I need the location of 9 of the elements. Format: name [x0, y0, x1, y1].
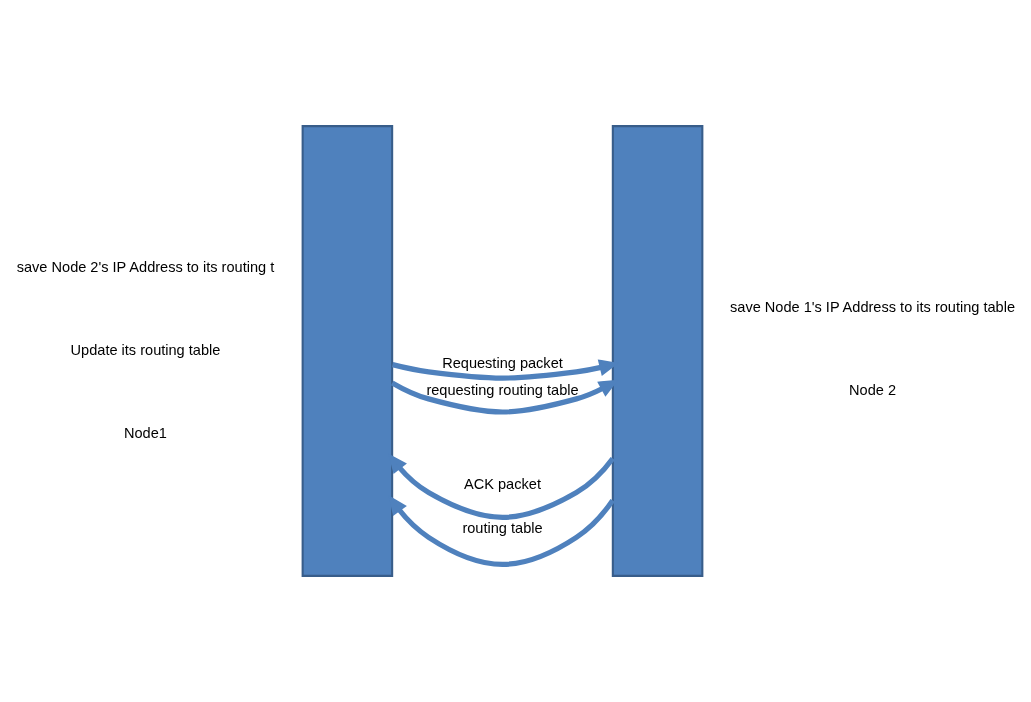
- label: save Node 2's IP Address to its routing t: [16, 258, 275, 275]
- edge-label: ACK packet: [464, 475, 541, 492]
- label: Node1: [124, 425, 167, 442]
- edge-label: routing table: [462, 520, 543, 537]
- label: save Node 1's IP Address to its routing table: [730, 299, 1016, 316]
- label: Node 2: [849, 382, 897, 399]
- edge-label: Requesting packet: [442, 354, 563, 371]
- label: Update its routing table: [70, 341, 221, 358]
- edge-label: requesting routing table: [426, 381, 579, 398]
